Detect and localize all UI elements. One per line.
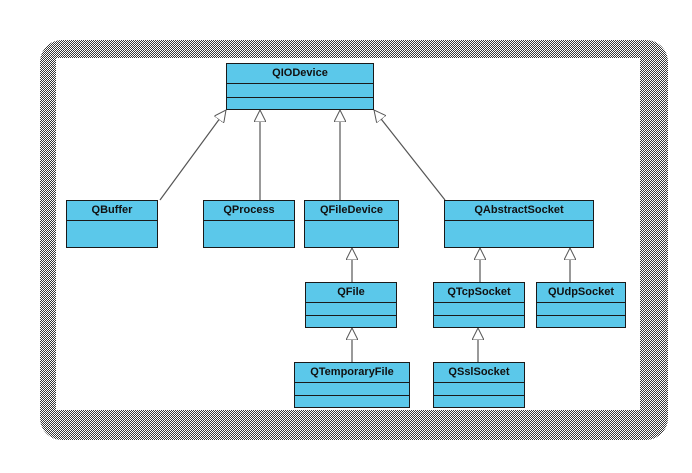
class-qprocess: QProcess xyxy=(203,200,295,248)
class-methods xyxy=(306,316,396,328)
class-qfiledevice: QFileDevice xyxy=(304,200,399,248)
class-name: QUdpSocket xyxy=(537,283,625,303)
class-attributes xyxy=(434,383,524,396)
edge-qbuffer-qiodevice xyxy=(159,110,226,201)
class-body xyxy=(204,221,294,248)
class-methods xyxy=(295,396,409,408)
class-name: QFile xyxy=(306,283,396,303)
class-qsslsocket: QSslSocket xyxy=(433,362,525,408)
class-qtcpsocket: QTcpSocket xyxy=(433,282,525,328)
class-qiodevice: QIODevice xyxy=(226,63,374,110)
class-body xyxy=(67,221,157,248)
class-body xyxy=(305,221,398,248)
class-name: QIODevice xyxy=(227,64,373,84)
class-qfile: QFile xyxy=(305,282,397,328)
class-name: QFileDevice xyxy=(305,201,398,221)
class-methods xyxy=(434,396,524,408)
class-qbuffer: QBuffer xyxy=(66,200,158,248)
class-qudpsocket: QUdpSocket xyxy=(536,282,626,328)
class-qtemporaryfile: QTemporaryFile xyxy=(294,362,410,408)
class-name: QSslSocket xyxy=(434,363,524,383)
class-attributes xyxy=(434,303,524,316)
class-attributes xyxy=(537,303,625,316)
class-attributes xyxy=(295,383,409,396)
class-name: QBuffer xyxy=(67,201,157,221)
class-body xyxy=(445,221,593,248)
class-methods xyxy=(537,316,625,328)
class-methods xyxy=(434,316,524,328)
class-name: QAbstractSocket xyxy=(445,201,593,221)
class-name: QTcpSocket xyxy=(434,283,524,303)
edge-qabstractsocket-qiodevice xyxy=(374,110,446,201)
class-qabstractsocket: QAbstractSocket xyxy=(444,200,594,248)
class-name: QTemporaryFile xyxy=(295,363,409,383)
class-name: QProcess xyxy=(204,201,294,221)
class-attributes xyxy=(227,84,373,98)
class-attributes xyxy=(306,303,396,316)
class-methods xyxy=(227,98,373,111)
